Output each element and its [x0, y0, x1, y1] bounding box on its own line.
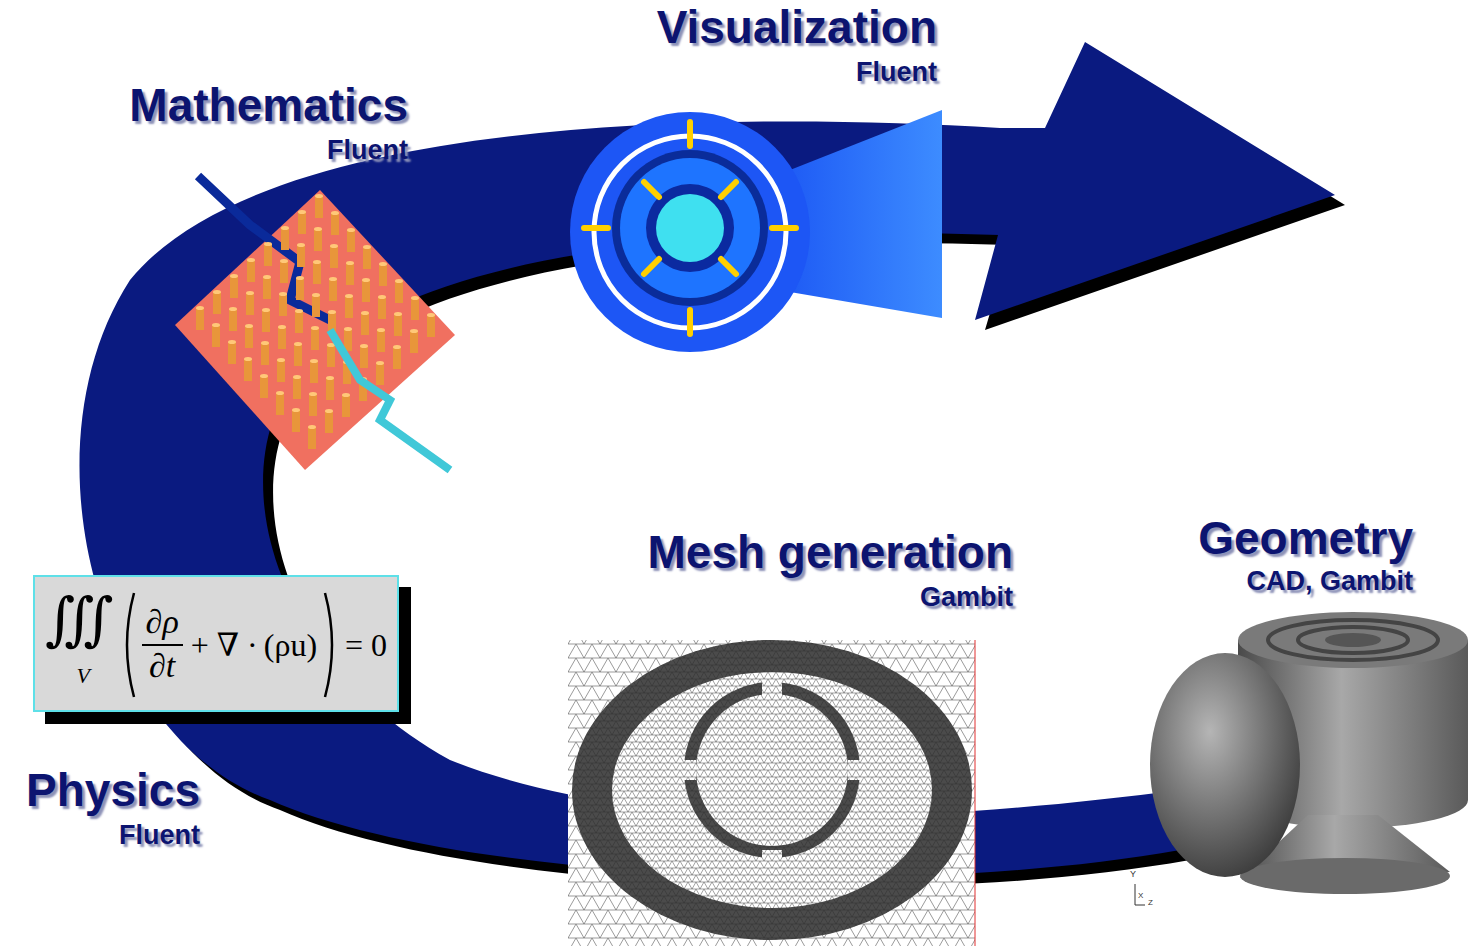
equation-box: ∭ V ∂ρ ∂t + ∇ ·(ρu) = 0: [33, 575, 399, 712]
equation-term: ∂ρ: [146, 605, 179, 639]
mesh-image: [568, 640, 975, 946]
equation-term: = 0: [345, 629, 387, 661]
tool-name: CAD, Gambit: [1246, 567, 1413, 597]
stage-title: Physics: [26, 765, 200, 816]
pin-fin-model: [175, 176, 455, 470]
tool-name: Gambit: [920, 583, 1013, 613]
axis-label: Z: [1148, 899, 1153, 908]
axis-label: X: [1138, 892, 1143, 901]
cad-geometry: [1150, 612, 1468, 894]
equation-term: ∭: [45, 591, 114, 649]
fraction-bar: [142, 644, 183, 646]
equation-term: (ρu): [264, 629, 317, 661]
cycle-arrowhead: [975, 42, 1335, 320]
tool-name: Fluent: [856, 58, 937, 88]
tool-name: Fluent: [119, 821, 200, 851]
equation-term: ∂t: [149, 649, 175, 683]
stage-title: Mesh generation: [647, 527, 1013, 578]
axis-label: Y: [1130, 870, 1136, 880]
stage-title: Geometry: [1198, 513, 1413, 564]
axis-triad: [1135, 884, 1145, 905]
contour-plot: [570, 110, 942, 352]
stage-title: Mathematics: [129, 80, 408, 131]
parenthesis: [120, 590, 138, 700]
stage-title: Visualization: [657, 2, 937, 53]
parenthesis: [321, 590, 339, 700]
tool-name: Fluent: [327, 136, 408, 166]
equation-term: + ∇ ·: [191, 629, 258, 661]
equation-term: V: [77, 665, 90, 687]
